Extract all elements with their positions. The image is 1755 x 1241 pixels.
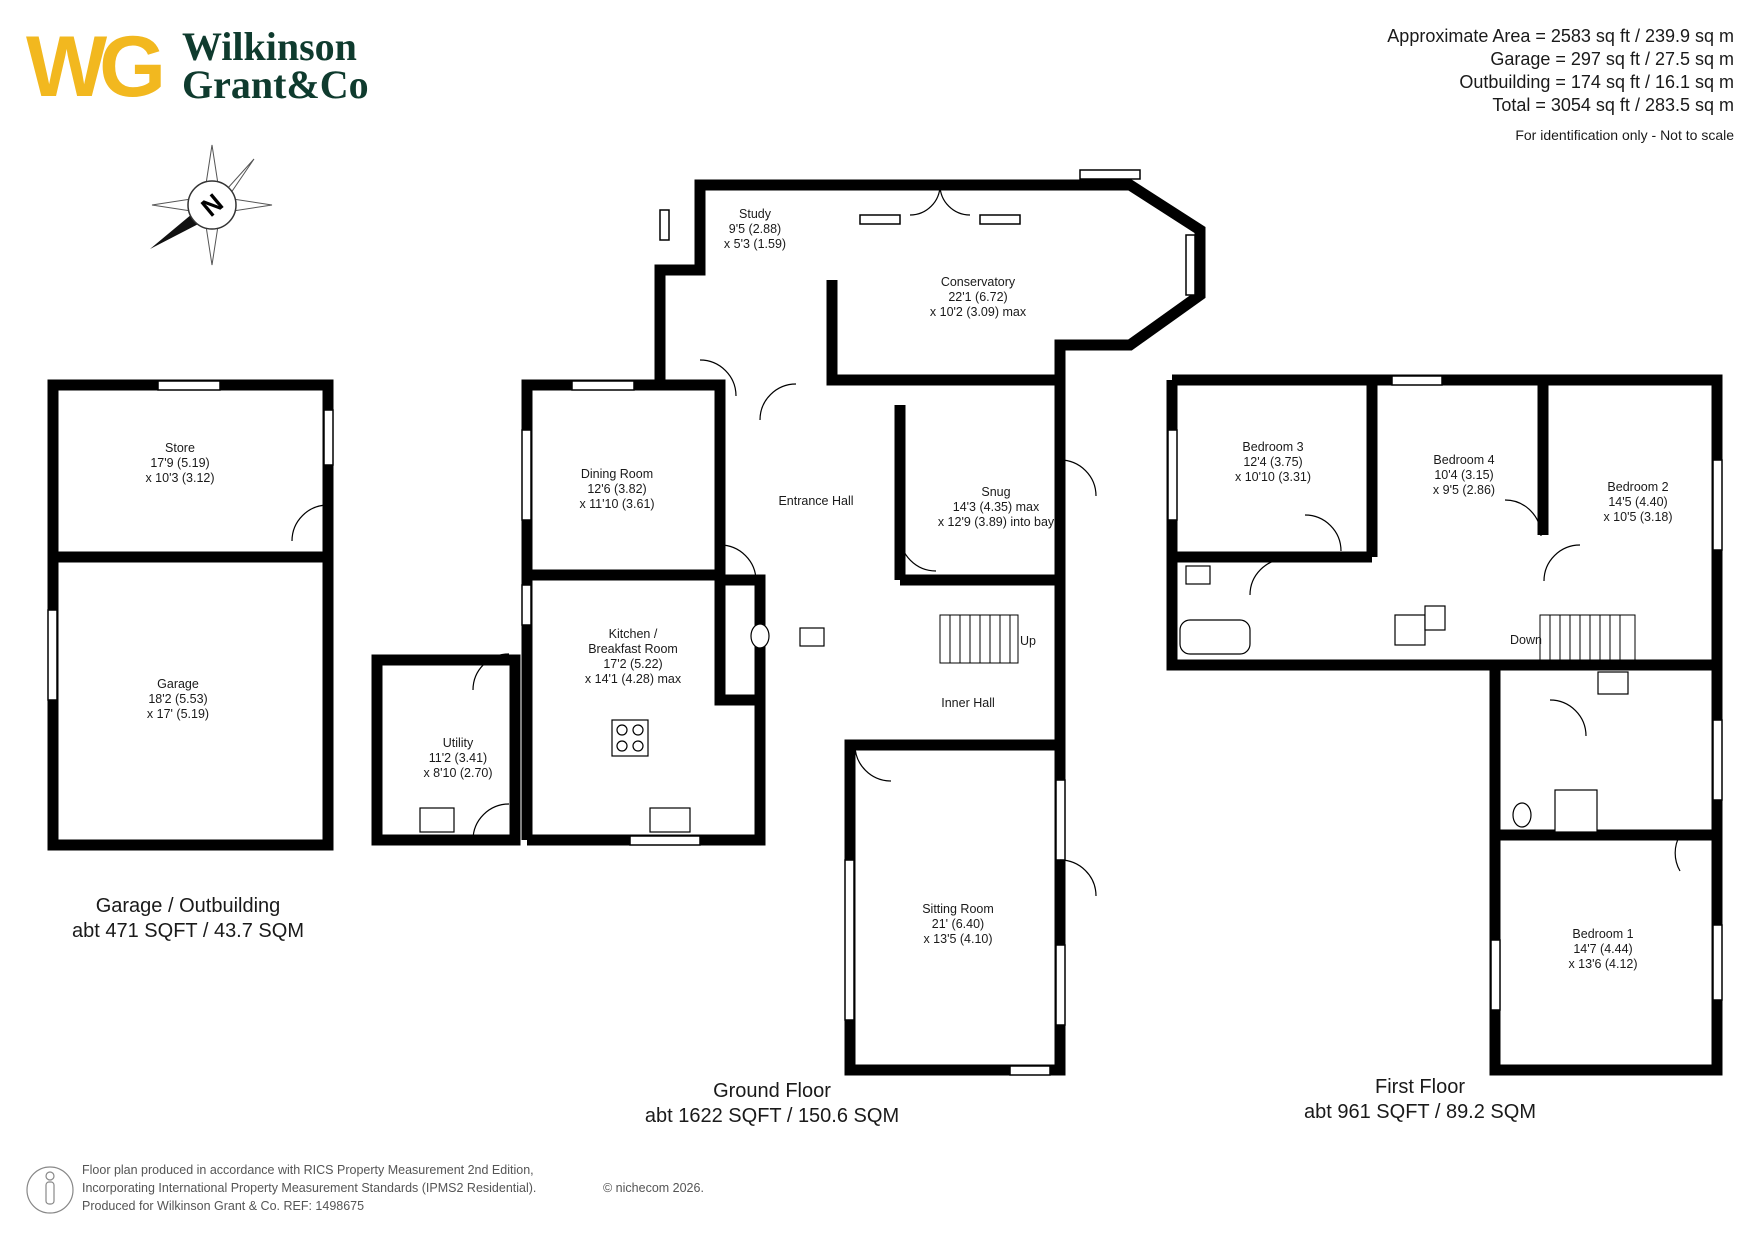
stairs-down-label: Down <box>1510 633 1542 647</box>
walls <box>47 179 1723 1076</box>
floor-titles: Garage / Outbuilding abt 471 SQFT / 43.7… <box>72 895 1536 1127</box>
stairs <box>939 614 1636 664</box>
hob-icon <box>611 719 649 757</box>
bathroom-basin-icon <box>1597 671 1629 695</box>
logo-monogram: WG <box>26 19 161 115</box>
garage-area: Garage = 297 sq ft / 27.5 sq m <box>1490 49 1734 69</box>
footer-line2: Incorporating International Property Mea… <box>82 1181 536 1195</box>
ground-wc-icon <box>750 623 770 649</box>
logo-wordmark-line2: Grant&Co <box>182 62 369 107</box>
utility-sink-icon <box>419 807 455 833</box>
doors <box>291 184 1681 897</box>
hall-north-wall <box>826 280 1060 386</box>
ground-basin-icon <box>799 627 825 647</box>
inner-hall-label: Inner Hall <box>941 696 995 710</box>
entrance-west-wall <box>714 385 766 700</box>
conservatory-bay <box>820 179 1206 380</box>
dining-kitchen-outline <box>521 379 766 846</box>
garage-floor-area: abt 471 SQFT / 43.7 SQM <box>72 920 304 942</box>
garage-floor-title: Garage / Outbuilding <box>96 895 281 917</box>
bathroom-wc-icon <box>1512 802 1532 828</box>
scale-note: For identification only - Not to scale <box>1515 127 1734 143</box>
company-logo: WG Wilkinson Grant&Co <box>26 19 369 115</box>
ground-floor-area: abt 1622 SQFT / 150.6 SQM <box>645 1105 899 1127</box>
ensuite-basin-icon <box>1424 605 1446 631</box>
person-scale-icon <box>26 1166 74 1214</box>
footer: Floor plan produced in accordance with R… <box>26 1163 704 1214</box>
first-floor-outline <box>1166 374 1723 1076</box>
footer-copyright: © nichecom 2026. <box>603 1181 704 1195</box>
footer-line3: Produced for Wilkinson Grant & Co. REF: … <box>82 1199 364 1213</box>
windows <box>47 169 1723 1076</box>
first-floor-title: First Floor <box>1375 1076 1465 1098</box>
inner-hall-sitting <box>844 574 1066 1076</box>
utility-outline <box>371 654 521 846</box>
kitchen-sink-icon <box>649 807 691 833</box>
stairs-up-label: Up <box>1020 634 1036 648</box>
footer-line1: Floor plan produced in accordance with R… <box>82 1163 534 1177</box>
ensuite-shower-icon <box>1394 614 1426 646</box>
area-summary: Approximate Area = 2583 sq ft / 239.9 sq… <box>1387 26 1734 143</box>
total-area: Total = 3054 sq ft / 283.5 sq m <box>1492 95 1734 115</box>
shower-tray-icon <box>1554 789 1598 833</box>
ground-floor-title: Ground Floor <box>713 1080 831 1102</box>
study-wall-west <box>654 179 820 380</box>
logo-wordmark-line1: Wilkinson <box>182 24 357 69</box>
compass-icon: N <box>150 144 273 266</box>
approx-area: Approximate Area = 2583 sq ft / 239.9 sq… <box>1387 26 1734 46</box>
bath-icon <box>1179 619 1251 655</box>
bath-basin-icon <box>1185 565 1211 585</box>
first-floor-area: abt 961 SQFT / 89.2 SQM <box>1304 1101 1536 1123</box>
fixtures <box>419 565 1629 833</box>
outbuilding-area: Outbuilding = 174 sq ft / 16.1 sq m <box>1459 72 1734 92</box>
entrance-hall-label: Entrance Hall <box>778 494 853 508</box>
